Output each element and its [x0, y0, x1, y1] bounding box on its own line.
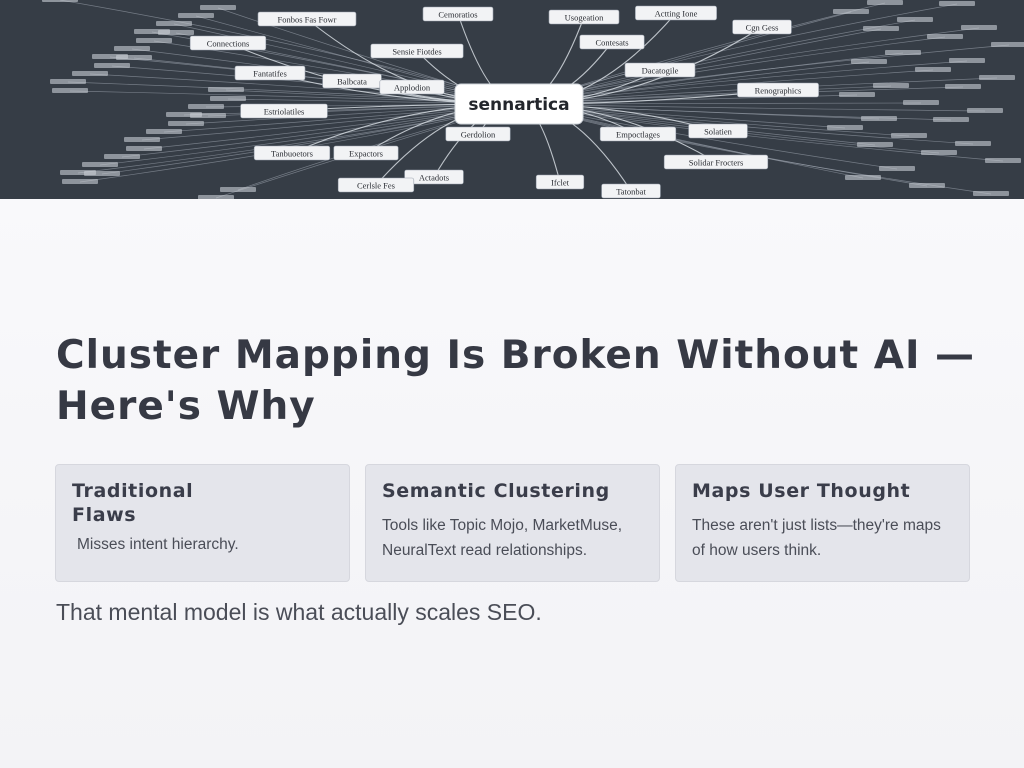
hero-mindmap-image: Connections Fonbos Fas Fowr Cemoratios Usog… — [0, 0, 1024, 199]
mindmap-node: Empoctlages — [599, 126, 677, 142]
mindmap-node-label: Balbcata — [337, 77, 367, 87]
mindmap-node: Contesats — [579, 34, 645, 50]
mindmap-node: Estriolatiles — [240, 103, 328, 119]
mindmap-node: Applodion — [379, 79, 445, 95]
mindmap-node-label: Cemoratios — [438, 10, 477, 20]
mindmap-node-label: Tatonbat — [616, 187, 646, 197]
mindmap-node: Solatien — [688, 123, 748, 139]
mindmap-node: Renographics — [737, 82, 819, 98]
mindmap-node: Cemoratios — [422, 6, 494, 22]
mindmap-node-label: Ifclet — [551, 178, 570, 188]
mindmap-node-label: Estriolatiles — [264, 107, 305, 117]
card-maps-user-thought: Maps User Thought These aren't just list… — [675, 464, 970, 582]
mindmap-node: Cerlsle Fes — [337, 177, 415, 193]
card-title: Semantic Clustering — [382, 480, 610, 502]
mindmap-node: Tanbuoetors — [253, 145, 331, 161]
mindmap-node: Cgn Gess — [732, 19, 792, 35]
card-row: Traditional Flaws Misses intent hierarch… — [55, 464, 970, 582]
mindmap-node: Solidar Frocters — [663, 154, 769, 170]
mindmap-node-label: Connections — [207, 39, 250, 49]
mindmap-node: Balbcata — [322, 73, 382, 89]
mindmap-node-label: Cerlsle Fes — [357, 181, 395, 191]
card-body: Tools like Topic Mojo, MarketMuse, Neura… — [382, 517, 623, 559]
mindmap-node: Ifclet — [535, 174, 585, 190]
mindmap-node-label: Actadots — [419, 173, 449, 183]
mindmap-node-label: Applodion — [394, 83, 431, 93]
mindmap-node-label: Gerdolion — [461, 130, 496, 140]
mindmap-node-label: Solidar Frocters — [689, 158, 744, 168]
mindmap-node-label: Empoctlages — [616, 130, 660, 140]
mindmap-node: Fonbos Fas Fowr — [257, 11, 357, 27]
mindmap-node-label: Actting Ione — [655, 9, 698, 19]
card-body: These aren't just lists—they're maps of … — [692, 517, 941, 559]
mindmap-node: Actting Ione — [635, 5, 717, 21]
mindmap-node-label: Renographics — [755, 86, 802, 96]
mindmap-graphic: Connections Fonbos Fas Fowr Cemoratios Usog… — [42, 0, 1024, 199]
page-title: Cluster Mapping Is Broken Without AI — H… — [56, 333, 976, 429]
mindmap-node-label: Fonbos Fas Fowr — [277, 15, 336, 25]
mindmap-node-label: Dacatogile — [642, 66, 679, 76]
card-title: Maps User Thought — [692, 480, 911, 502]
mindmap-node: Expactors — [333, 145, 399, 161]
mindmap-center-label: sennartica — [468, 95, 569, 115]
mindmap-node: Sensie Fiotdes — [370, 43, 464, 59]
mindmap-node-label: Tanbuoetors — [271, 149, 313, 159]
mindmap-node: Gerdolion — [445, 126, 511, 142]
mindmap-node: Dacatogile — [624, 62, 696, 78]
mindmap-node-label: Solatien — [704, 127, 733, 137]
mindmap-node-label: Cgn Gess — [746, 23, 779, 33]
mindmap-node-label: Expactors — [349, 149, 383, 159]
card-title: Traditional Flaws — [72, 480, 194, 526]
card-semantic-clustering: Semantic Clustering Tools like Topic Moj… — [365, 464, 660, 582]
mindmap-node: Connections — [189, 35, 267, 51]
card-body: Misses intent hierarchy. — [77, 536, 239, 553]
mindmap-node-label: Fantatifes — [253, 69, 287, 79]
closing-statement: That mental model is what actually scale… — [56, 599, 542, 625]
mindmap-node: Actadots — [404, 169, 464, 185]
mindmap-node: Usogeation — [548, 9, 620, 25]
mindmap-node-label: Usogeation — [565, 13, 604, 23]
mindmap-node-label: Sensie Fiotdes — [392, 47, 441, 57]
mindmap-center-node: sennartica — [454, 83, 584, 125]
card-traditional-flaws: Traditional Flaws Misses intent hierarch… — [55, 464, 350, 582]
mindmap-node: Fantatifes — [234, 65, 306, 81]
mindmap-node: Tatonbat — [601, 183, 661, 199]
mindmap-node-label: Contesats — [595, 38, 628, 48]
